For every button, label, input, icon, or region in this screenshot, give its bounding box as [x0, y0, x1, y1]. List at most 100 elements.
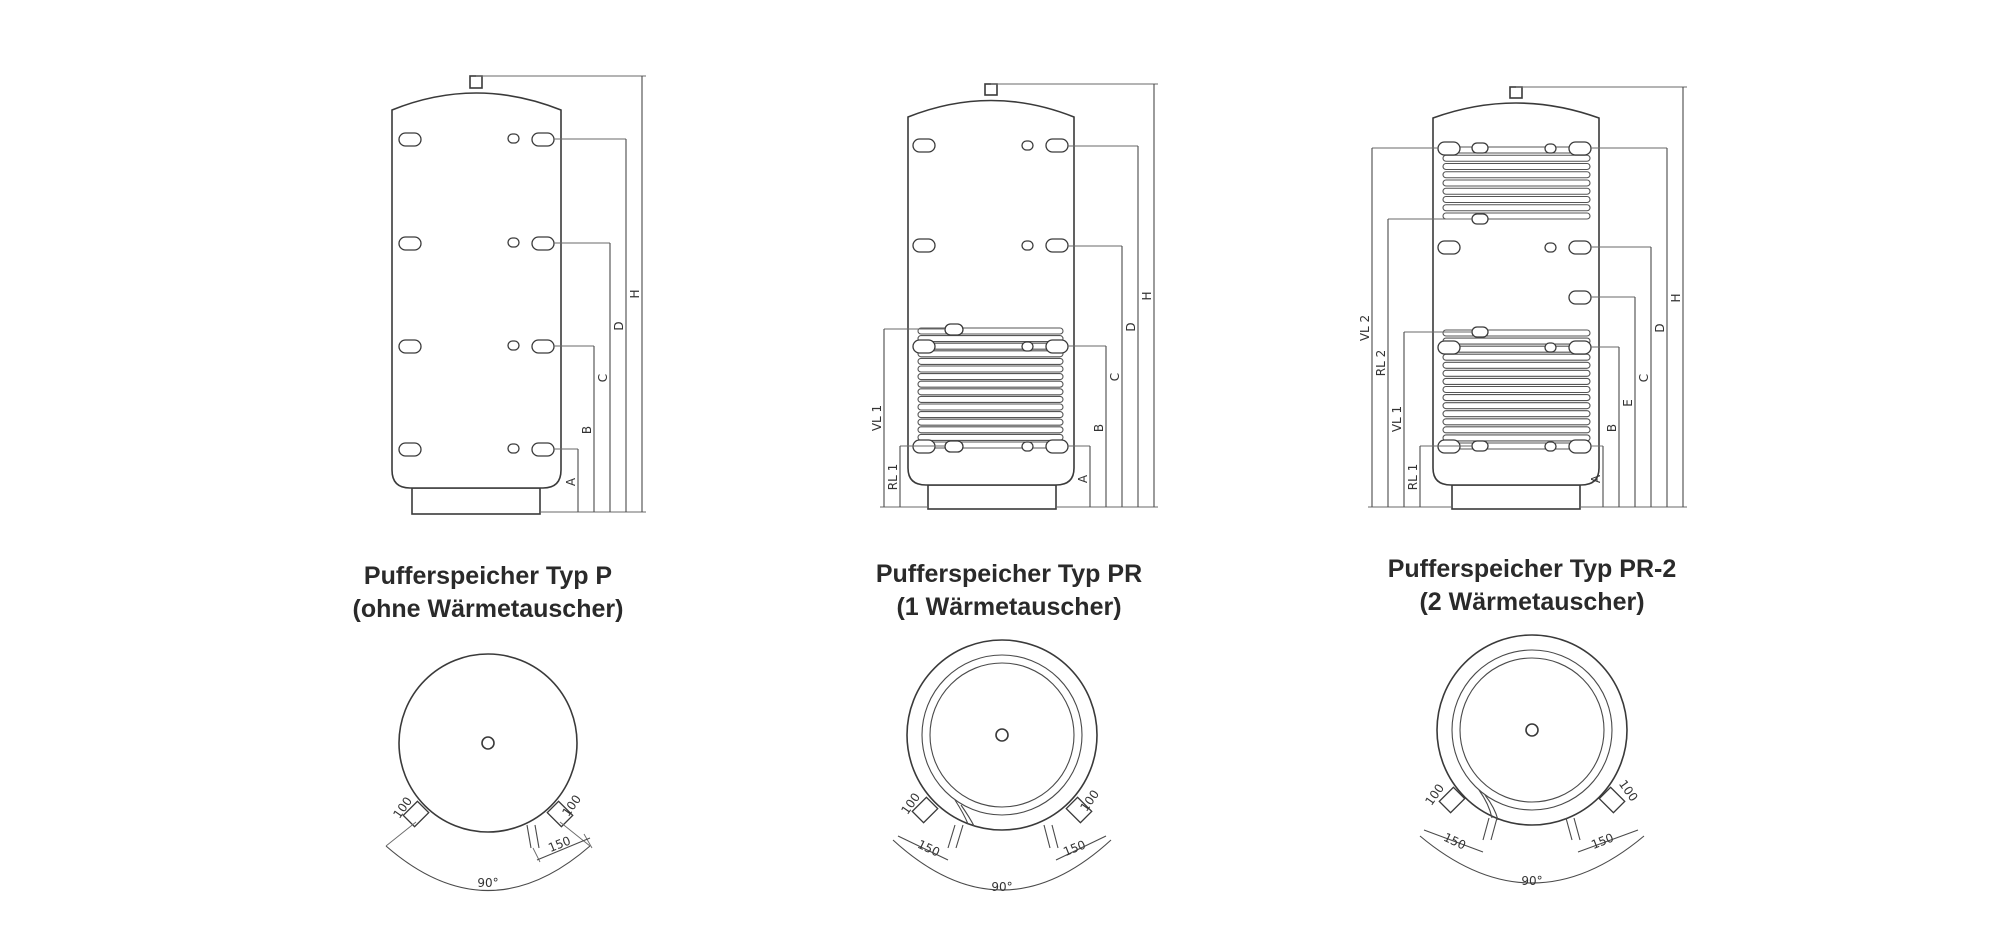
tank-pr-top-view: 100 100 150 150 90° — [892, 639, 1112, 894]
coil-winding — [1442, 418, 1591, 426]
dim-label-vl2: VL 2 — [1358, 315, 1372, 341]
coil-winding — [1442, 410, 1591, 418]
tank-p-dimension-lines — [476, 75, 646, 513]
top-dim-right-offset: 150 — [1589, 831, 1615, 853]
dim-label-rl2: RL 2 — [1374, 350, 1388, 376]
dim-label-c: C — [1637, 374, 1651, 382]
angle-arc — [385, 845, 591, 892]
coil-winding — [1442, 212, 1591, 220]
dim-label-c: C — [596, 374, 610, 382]
dim-label-c: C — [1108, 373, 1122, 381]
dim-label-b: B — [1605, 424, 1619, 432]
dim-label-rl1: RL 1 — [886, 464, 900, 490]
tank-p-dimension-labels: A B C D H — [564, 289, 642, 486]
tank-p-body — [391, 92, 562, 489]
tank-pr2-top-coil-inner — [1459, 657, 1605, 803]
coil-winding — [917, 418, 1064, 426]
coil-winding — [1442, 179, 1591, 187]
tank-pr2-elevation: A B E C D H RL 1 VL 1 RL 2 VL 2 — [1358, 86, 1687, 510]
coil-winding — [917, 411, 1064, 419]
coil-winding — [917, 395, 1064, 403]
tank-pr2-lower-coil — [1442, 329, 1591, 450]
dim-label-h: H — [1669, 293, 1683, 302]
top-dim-left-offset: 150 — [1441, 830, 1468, 852]
coil-winding — [917, 403, 1064, 411]
tank-pr-top-coil-outer — [921, 654, 1083, 816]
dim-label-e: E — [1621, 399, 1635, 407]
dim-label-rl1: RL 1 — [1406, 464, 1420, 490]
coil-winding — [1442, 434, 1591, 442]
tank-pr2-top-coil-outer — [1451, 649, 1613, 811]
coil-winding — [1442, 377, 1591, 385]
tank-pr-dimension-labels: A B C D H RL 1 VL 1 — [870, 291, 1154, 490]
tank-pr2-dimension-labels: A B E C D H RL 1 VL 1 RL 2 VL 2 — [1358, 293, 1683, 490]
tank-p-top-center-port — [481, 736, 495, 750]
dim-label-b: B — [580, 426, 594, 434]
coil-winding — [917, 335, 1064, 343]
top-dim-left-offset: 150 — [915, 837, 942, 859]
coil-winding — [1442, 402, 1591, 410]
tank-p-base — [411, 487, 541, 515]
tank-p-nozzles — [398, 132, 555, 457]
coil-winding — [1442, 426, 1591, 434]
tank-pr-top-coil-inner — [929, 662, 1075, 808]
coil-winding — [1442, 204, 1591, 212]
tank-pr-top-stubs — [911, 796, 1093, 849]
top-dim-offset: 150 — [546, 834, 572, 856]
dim-label-d: D — [1124, 322, 1138, 331]
tank-p-top-view: 100 100 150 90° — [385, 653, 593, 892]
coil-winding — [917, 426, 1064, 434]
caption-subtitle: (2 Wärmetauscher) — [1419, 588, 1645, 616]
dim-label-a: A — [1589, 474, 1603, 483]
tank-pr2-top-center-port — [1525, 723, 1539, 737]
caption-title: Pufferspeicher Typ PR — [875, 560, 1143, 588]
coil-winding — [917, 350, 1064, 358]
coil-winding — [1442, 154, 1591, 162]
coil-winding — [1442, 171, 1591, 179]
caption-title: Pufferspeicher Typ PR-2 — [1387, 555, 1677, 583]
tank-pr-top-center-port — [995, 728, 1009, 742]
top-dim-angle: 90° — [477, 876, 498, 890]
caption-title: Pufferspeicher Typ P — [363, 562, 613, 590]
dim-label-b: B — [1092, 424, 1106, 432]
angle-arc — [1419, 835, 1645, 884]
coil-winding — [1442, 353, 1591, 361]
caption-subtitle: (1 Wärmetauscher) — [896, 593, 1122, 621]
caption-tank-pr2: Pufferspeicher Typ PR-2 (2 Wärmetauscher… — [1282, 553, 1782, 619]
tank-pr2-top-stubs — [1438, 786, 1626, 841]
coil-winding — [917, 388, 1064, 396]
dim-label-d: D — [1653, 323, 1667, 332]
tank-p-top-nozzle — [469, 75, 483, 89]
dim-label-a: A — [564, 477, 578, 486]
coil-winding — [1442, 187, 1591, 195]
coil-winding — [1442, 394, 1591, 402]
caption-tank-p: Pufferspeicher Typ P (ohne Wärmetauscher… — [238, 560, 738, 626]
caption-tank-pr: Pufferspeicher Typ PR (1 Wärmetauscher) — [759, 558, 1259, 624]
top-dim-right-offset: 150 — [1061, 838, 1087, 860]
tank-pr2-base — [1451, 484, 1581, 510]
dim-label-vl1: VL 1 — [870, 405, 884, 431]
coil-winding — [917, 365, 1064, 373]
tank-pr-base — [927, 484, 1057, 510]
coil-winding — [917, 327, 1064, 335]
tank-pr2-body — [1432, 102, 1600, 486]
tank-pr2-top-nozzle — [1509, 86, 1523, 99]
coil-winding — [1442, 195, 1591, 204]
tank-pr2-dimension-lines — [1368, 86, 1687, 508]
angle-arc — [892, 839, 1112, 891]
tank-p-elevation: A B C D H — [391, 75, 646, 515]
tank-pr2-nozzles — [1437, 141, 1592, 454]
top-dim-angle: 90° — [1521, 874, 1542, 888]
coil-winding — [1442, 162, 1591, 171]
coil-winding — [917, 433, 1064, 441]
coil-winding — [917, 357, 1064, 365]
coil-winding — [1442, 361, 1591, 369]
tank-pr-dimension-lines — [880, 83, 1158, 508]
tank-pr-elevation: A B C D H RL 1 VL 1 — [870, 83, 1158, 510]
coil-winding — [1442, 369, 1591, 377]
dim-label-d: D — [612, 321, 626, 330]
dim-label-a: A — [1076, 474, 1090, 483]
caption-subtitle: (ohne Wärmetauscher) — [352, 595, 624, 623]
tank-pr-top-nozzle — [984, 83, 998, 96]
